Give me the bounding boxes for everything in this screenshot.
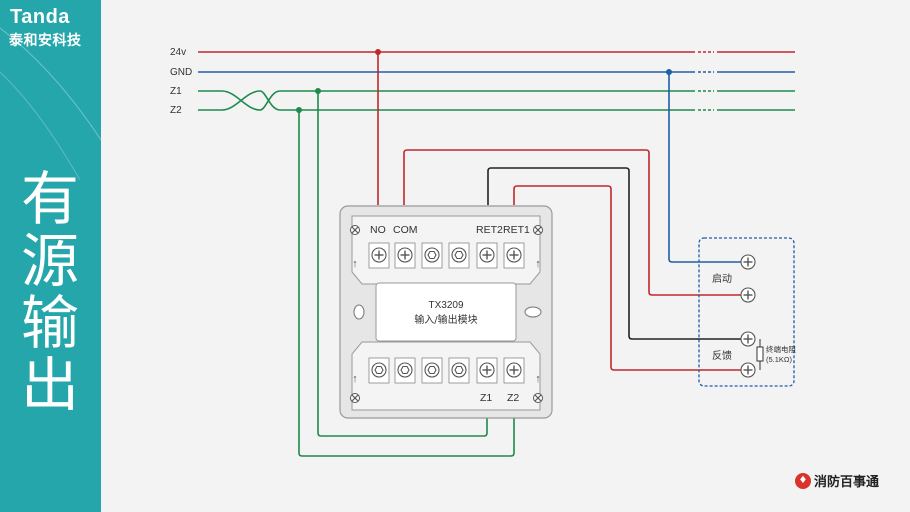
bus-z1 bbox=[198, 90, 795, 111]
terminal-label-z1: Z1 bbox=[480, 392, 492, 404]
title-char: 出 bbox=[20, 351, 79, 419]
bus-z2 bbox=[198, 90, 795, 111]
bus-label-gnd: GND bbox=[170, 67, 192, 78]
sidebar: Tanda 泰和安科技 有 源 输 出 bbox=[0, 0, 101, 512]
io-module: ↑ ↑ ↑ ↑ bbox=[339, 205, 553, 419]
bottom-terminal-block bbox=[368, 357, 525, 384]
footer-brand: ♦ 消防百事通 bbox=[795, 471, 879, 490]
brand-name: Tanda bbox=[10, 6, 70, 28]
terminal-label-no: NO bbox=[370, 224, 386, 236]
svg-text:↑: ↑ bbox=[535, 258, 541, 270]
wire-gnd-to-start bbox=[668, 72, 741, 263]
start-terminal-icon[interactable] bbox=[740, 287, 756, 303]
svg-text:↑: ↑ bbox=[352, 373, 358, 385]
resistor-icon bbox=[756, 346, 764, 362]
terminal-com-screw-icon[interactable] bbox=[397, 247, 413, 263]
terminal-no-screw-icon[interactable] bbox=[371, 247, 387, 263]
terminal-nut-icon bbox=[371, 362, 387, 378]
feedback-terminal-icon[interactable] bbox=[740, 362, 756, 378]
wire-ret2-to-feedback bbox=[487, 167, 741, 340]
terminal-label-com: COM bbox=[393, 224, 418, 236]
terminal-ret1-screw-icon[interactable] bbox=[506, 247, 522, 263]
bus-label-z2: Z2 bbox=[170, 105, 182, 116]
title-char: 有 bbox=[20, 165, 79, 233]
title-char: 输 bbox=[20, 289, 79, 357]
terminal-nut-icon bbox=[451, 247, 467, 263]
field-device: 启动 反馈 终端电阻 (5.1KΩ) bbox=[698, 237, 796, 387]
module-model: TX3209 bbox=[428, 300, 463, 311]
wire-z2 bbox=[298, 110, 515, 457]
footer-brand-text: 消防百事通 bbox=[814, 475, 880, 490]
bus-label-24v: 24v bbox=[170, 47, 186, 58]
terminal-label-ret1: RET1 bbox=[503, 224, 530, 236]
page-title: 有 源 输 出 bbox=[10, 168, 90, 416]
start-terminal-icon[interactable] bbox=[740, 254, 756, 270]
sidebar-decoration bbox=[0, 27, 101, 181]
svg-text:↑: ↑ bbox=[535, 373, 541, 385]
terminal-nut-icon bbox=[424, 247, 440, 263]
svg-text:↑: ↑ bbox=[352, 258, 358, 270]
fire-extinguisher-icon: ♦ bbox=[795, 472, 811, 489]
bus-label-z1: Z1 bbox=[170, 86, 182, 97]
resistor-label: 终端电阻 bbox=[766, 344, 796, 354]
brand-name-cn: 泰和安科技 bbox=[9, 33, 82, 49]
wire-com-to-start bbox=[403, 149, 741, 296]
top-terminal-block bbox=[368, 242, 525, 269]
terminal-nut-icon bbox=[451, 362, 467, 378]
feedback-label: 反馈 bbox=[712, 349, 732, 362]
terminal-z1-screw-icon[interactable] bbox=[479, 362, 495, 378]
feedback-terminal-icon[interactable] bbox=[740, 331, 756, 347]
terminal-label-z2: Z2 bbox=[507, 392, 519, 404]
module-name: 输入/输出模块 bbox=[414, 313, 477, 326]
wire-z1 bbox=[317, 91, 488, 437]
terminal-ret2-screw-icon[interactable] bbox=[479, 247, 495, 263]
resistor-value: (5.1KΩ) bbox=[766, 355, 793, 364]
terminal-z2-screw-icon[interactable] bbox=[506, 362, 522, 378]
terminal-label-ret2: RET2 bbox=[476, 224, 503, 236]
wire-ret1-to-feedback bbox=[513, 185, 741, 371]
terminal-nut-icon bbox=[424, 362, 440, 378]
terminal-nut-icon bbox=[397, 362, 413, 378]
title-char: 源 bbox=[20, 227, 79, 295]
start-label: 启动 bbox=[712, 272, 732, 285]
